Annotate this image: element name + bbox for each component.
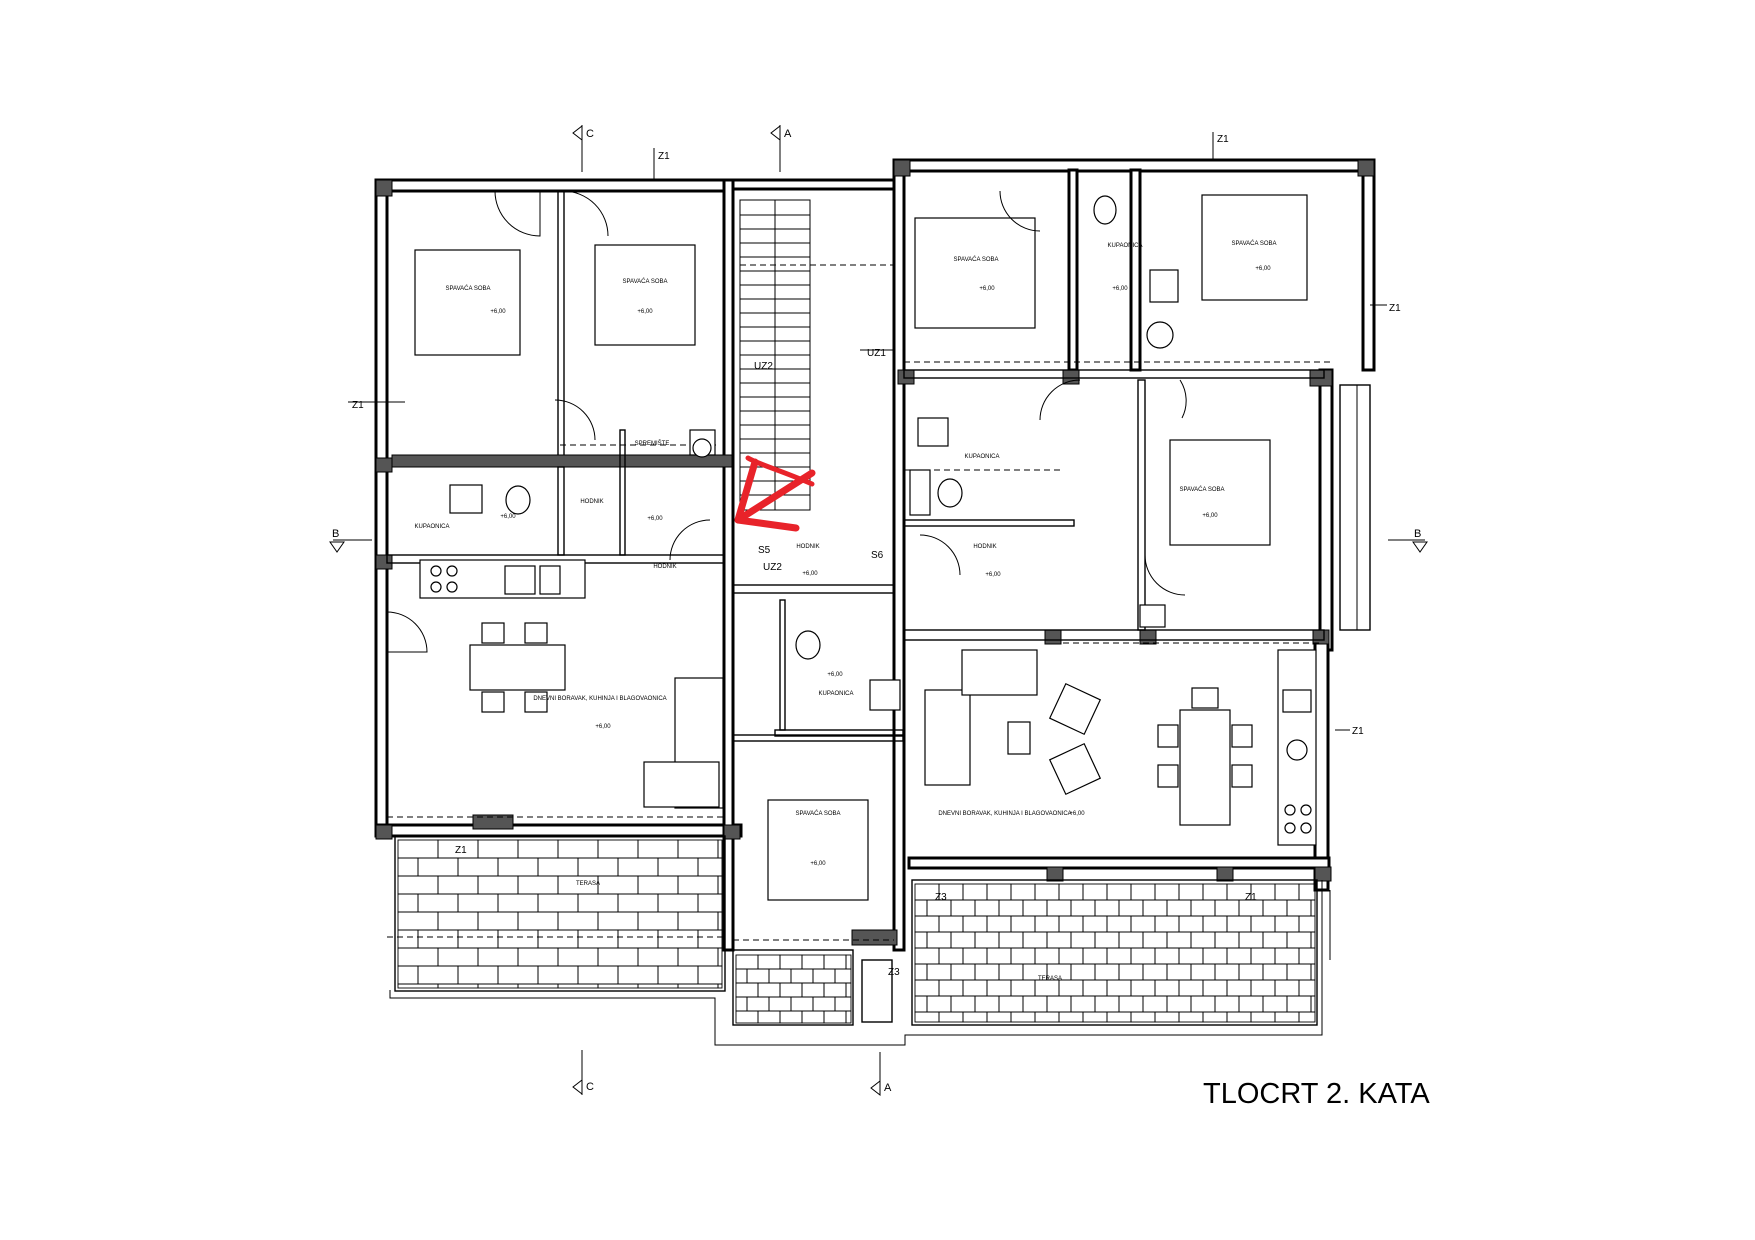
tag-z1-terrace: Z1 xyxy=(455,845,467,856)
section-c-bottom: C xyxy=(586,1081,594,1093)
room-storage: SPREMIŠTE xyxy=(635,440,670,447)
terrace-outline xyxy=(389,880,1331,1046)
tag-uz2-2: UZ2 xyxy=(763,562,782,573)
room-terrace-2: TERASA xyxy=(1038,976,1062,982)
terrace-1-area xyxy=(394,835,726,992)
room-sleep-5: SPAVAĆA SOBA xyxy=(1179,486,1224,493)
terrace-2-area xyxy=(911,879,1318,1026)
section-b-left: B xyxy=(332,528,339,540)
beds xyxy=(414,194,1308,901)
room-living-2: DNEVNI BORAVAK, KUHINJA I BLAGOVAONICA xyxy=(938,811,1071,817)
stair-steps xyxy=(740,214,810,496)
drawing-title: TLOCRT 2. KATA xyxy=(1203,1078,1430,1110)
level-sleep-5: +6,00 xyxy=(1202,513,1218,519)
tag-s5: S5 xyxy=(758,545,771,556)
level-sleep-3: +6,00 xyxy=(979,286,995,292)
room-living-1: DNEVNI BORAVAK, KUHINJA I BLAGOVAONICA xyxy=(533,696,666,702)
room-sleep-3: SPAVAĆA SOBA xyxy=(953,256,998,263)
level-bath-4: +6,00 xyxy=(827,672,843,678)
tag-z3-1: Z3 xyxy=(935,892,947,903)
section-b-right: B xyxy=(1414,528,1421,540)
dining-tables xyxy=(469,622,1253,826)
tag-uz2-1: UZ2 xyxy=(754,361,773,372)
level-sleep-2: +6,00 xyxy=(637,309,653,315)
room-hall-2: HODNIK xyxy=(653,564,676,570)
level-marks: +6,00 +6,00 +6,00 +6,00 +6,00 +6,00 +6,0… xyxy=(490,266,1271,867)
planter xyxy=(861,959,893,1023)
bathroom-fixtures xyxy=(449,195,1179,711)
room-sleep-6: SPAVAĆA SOBA xyxy=(795,810,840,817)
level-living-1: +6,00 xyxy=(595,724,611,730)
section-markers: C A C A B B xyxy=(329,124,1428,1097)
tag-uz1: UZ1 xyxy=(867,348,886,359)
wall-tags: Z1 Z1 Z1 Z1 Z1 Z1 Z1 Z3 Z3 UZ1 UZ2 UZ2 S… xyxy=(348,132,1401,978)
room-bath-3: KUPAONICA xyxy=(1108,243,1143,249)
kitchen-units xyxy=(419,559,1317,846)
tag-z1-top-1: Z1 xyxy=(658,151,670,162)
room-sleep-1: SPAVAĆA SOBA xyxy=(445,285,490,292)
room-labels: SPAVAĆA SOBA SPAVAĆA SOBA SPAVAĆA SOBA S… xyxy=(415,240,1277,982)
dashed-lines xyxy=(387,264,1330,941)
door-swings xyxy=(386,190,1187,653)
columns xyxy=(375,159,1375,946)
room-bath-4: KUPAONICA xyxy=(819,691,854,697)
section-a-top: A xyxy=(784,128,792,140)
tag-z1-left: Z1 xyxy=(352,400,364,411)
level-hall-1: +6,00 xyxy=(647,516,663,522)
level-bath-3: +6,00 xyxy=(1112,286,1128,292)
level-hall-3: +6,00 xyxy=(802,571,818,577)
tag-z1-bottom: Z1 xyxy=(1245,892,1257,903)
balcony-rail xyxy=(1339,384,1371,631)
room-hall-3: HODNIK xyxy=(796,544,819,550)
sofas xyxy=(643,649,1102,809)
terrace-tiles xyxy=(397,839,1316,1024)
room-hall-4: HODNIK xyxy=(973,544,996,550)
level-hall-4: +6,00 xyxy=(985,572,1001,578)
room-bath-2: KUPAONICA xyxy=(965,454,1000,460)
tag-z1-right-2: Z1 xyxy=(1352,726,1364,737)
level-sleep-6: +6,00 xyxy=(810,861,826,867)
red-arrow xyxy=(734,455,816,532)
section-a-bottom: A xyxy=(884,1082,892,1094)
tag-s6: S6 xyxy=(871,550,884,561)
interior-walls xyxy=(386,190,1325,742)
tag-z3-2: Z3 xyxy=(888,967,900,978)
section-c-top: C xyxy=(586,128,594,140)
room-sleep-2: SPAVAĆA SOBA xyxy=(622,278,667,285)
room-bath-1: KUPAONICA xyxy=(415,524,450,530)
tag-z1-right-1: Z1 xyxy=(1389,303,1401,314)
room-sleep-4: SPAVAĆA SOBA xyxy=(1231,240,1276,247)
room-terrace-1: TERASA xyxy=(576,881,600,887)
level-bath-1: +6,00 xyxy=(500,514,516,520)
level-living-2: +6,00 xyxy=(1069,811,1085,817)
tag-z1-top-2: Z1 xyxy=(1217,134,1229,145)
terrace-3-area xyxy=(732,949,854,1026)
level-sleep-4: +6,00 xyxy=(1255,266,1271,272)
room-hall-1: HODNIK xyxy=(580,499,603,505)
level-sleep-1: +6,00 xyxy=(490,309,506,315)
